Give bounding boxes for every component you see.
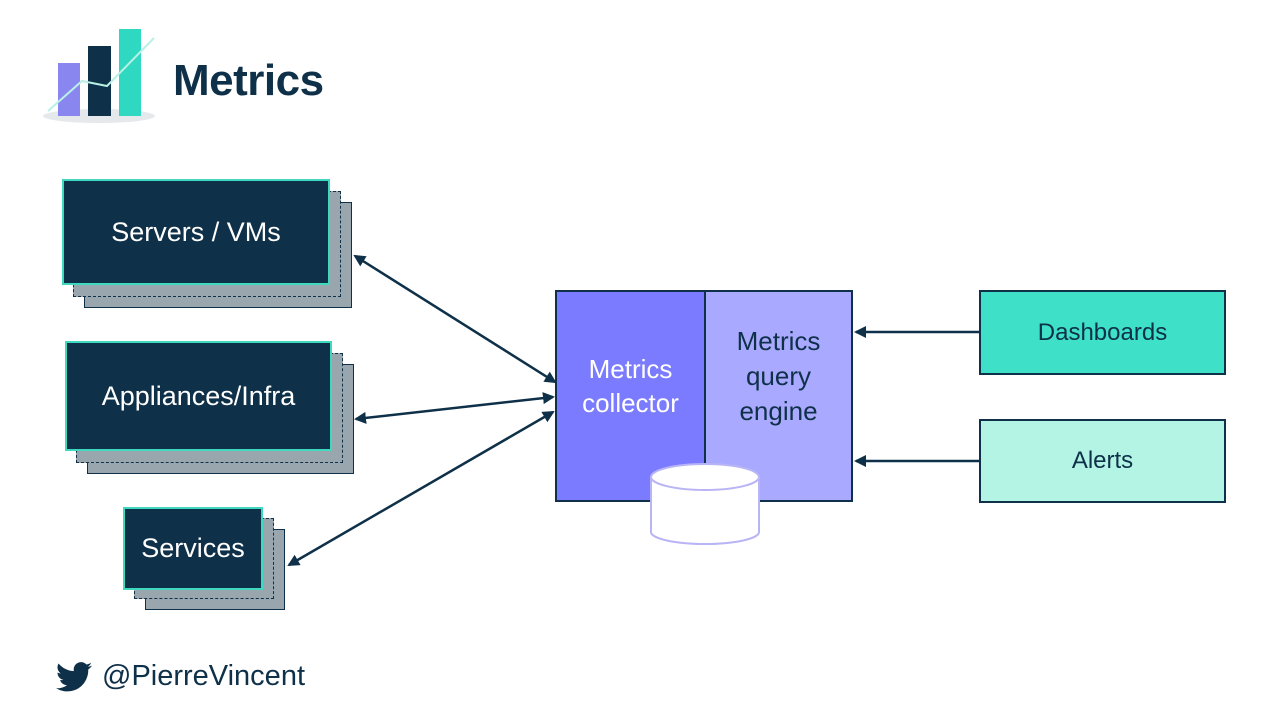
metrics-collector-box: Metrics collector [555, 290, 704, 502]
bar-chart-icon [43, 29, 155, 123]
twitter-handle[interactable]: @PierreVincent [56, 660, 305, 693]
page-title: Metrics [173, 56, 324, 105]
query-label-line3: engine [739, 395, 818, 426]
servers-vms-label: Servers / VMs [111, 216, 281, 247]
appliances-infra-label: Appliances/Infra [101, 380, 296, 411]
dashboards-label: Dashboards [1037, 318, 1168, 346]
dashboards-box: Dashboards [979, 290, 1226, 375]
servers-vms-box: Servers / VMs [62, 179, 330, 285]
appliances-collector-arrow [354, 392, 555, 424]
twitter-handle-text: @PierreVincent [102, 660, 305, 692]
alerts-label: Alerts [1071, 447, 1134, 474]
database-cylinder-icon [650, 463, 760, 545]
twitter-bird-icon [56, 661, 92, 691]
collector-label-line1: Metrics [588, 354, 673, 384]
servers-collector-arrow [353, 254, 557, 384]
query-label-line2: query [745, 360, 812, 391]
services-collector-arrow [287, 410, 555, 567]
alerts-box: Alerts [979, 419, 1226, 503]
services-label: Services [141, 533, 245, 563]
collector-label-line2: collector [582, 388, 679, 418]
query-label-line1: Metrics [736, 325, 821, 356]
services-box: Services [123, 507, 263, 590]
